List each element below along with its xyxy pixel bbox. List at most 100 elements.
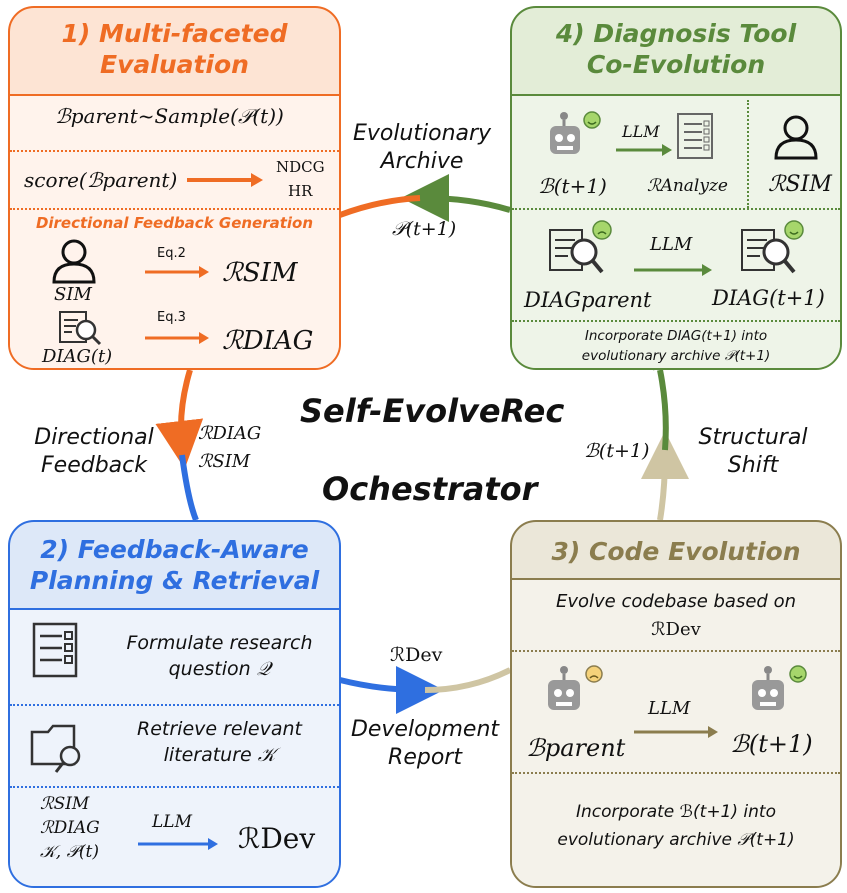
incorporate-line2: evolutionary archive 𝒫(t+1) (557, 830, 795, 850)
structural-line2: Shift (727, 453, 779, 478)
formulate-line1: Formulate research (126, 632, 313, 654)
development-line2: Report (388, 745, 462, 770)
metric-ndcg: NDCG (276, 158, 325, 176)
panel3-incorporate: Incorporate ℬ(t+1) into evolutionary arc… (512, 798, 840, 854)
checklist-icon (677, 113, 713, 159)
eq2-label: Eq.2 (157, 246, 186, 261)
diag-label: DIAG(t) (42, 346, 113, 367)
divider (10, 608, 339, 610)
folder-search-icon (30, 724, 81, 773)
directional-line1: Directional (34, 425, 154, 450)
green-arc-top (401, 174, 511, 223)
llm-label: LLM (648, 698, 691, 719)
development-report-label: Development Report (340, 716, 510, 772)
diag-next-label: DIAG(t+1) (712, 286, 825, 310)
structural-symbol: ℬ(t+1) (584, 440, 650, 462)
evolve-line2: ℛDev (651, 619, 701, 640)
divider (10, 704, 339, 706)
archive-line2: Archive (380, 149, 464, 174)
panel1-title-line1: 1) Multi-faceted (61, 19, 288, 48)
b-next-label: ℬ(t+1) (730, 730, 813, 758)
diagnosis-tool-icon (549, 220, 612, 274)
dir-sym-diag: ℛDIAG (198, 423, 262, 444)
evolve-line1: Evolve codebase based on (555, 591, 796, 612)
diag-parent-label: DIAGparent (524, 288, 652, 312)
directional-feedback-label: Directional Feedback (14, 424, 174, 480)
score-formula: score(ℬparent) (24, 168, 178, 192)
evolutionary-archive-label: Evolutionary Archive (352, 120, 492, 176)
panel4-title: 4) Diagnosis Tool Co-Evolution (512, 18, 840, 80)
robot-icon (550, 111, 601, 154)
r-sim-label: ℛSIM (768, 172, 832, 197)
metric-hr: HR (288, 182, 313, 200)
system-subtitle: Ochestrator (322, 470, 538, 508)
divider (512, 208, 840, 210)
directional-symbols: ℛDIAG ℛSIM (198, 420, 261, 476)
divider (10, 208, 339, 210)
robot-icon (548, 665, 603, 710)
blue-arc-bottom (339, 665, 444, 714)
incorporate-line1: Incorporate ℬ(t+1) into (576, 802, 776, 822)
diagnosis-tool-icon (741, 220, 804, 274)
panel4-title-line2: Co-Evolution (586, 50, 766, 79)
retrieve-line2: literature 𝒦 (163, 744, 276, 766)
r-sim: ℛSIM (222, 258, 298, 288)
system-title: Self-EvolveRec (300, 392, 565, 430)
divider (10, 150, 339, 152)
blue-arc (179, 454, 199, 522)
retrieve-text: Retrieve relevant literature 𝒦 (100, 716, 339, 768)
eq3-label: Eq.3 (157, 310, 186, 325)
development-line1: Development (350, 717, 500, 742)
divider (512, 772, 840, 774)
panel-code-evolution: 3) Code Evolution Evolve codebase based … (510, 520, 842, 888)
divider (10, 94, 339, 96)
orange-arc (155, 369, 204, 469)
score-arrow (187, 173, 263, 187)
formulate-text: Formulate research question 𝒬 (100, 630, 339, 682)
panel1-title: 1) Multi-faceted Evaluation (10, 18, 339, 80)
panel1-body (10, 94, 339, 368)
panel-diagnosis: 4) Diagnosis Tool Co-Evolution ℬ(t+1) LL… (510, 6, 842, 370)
user-icon (774, 115, 818, 160)
r-analyze: ℛAnalyze (647, 176, 728, 196)
input-k-p: 𝒦, 𝒫(t) (40, 842, 99, 862)
divider (10, 786, 339, 788)
llm-arrow (138, 838, 218, 850)
input-r-diag: ℛDIAG (40, 818, 100, 838)
archive-symbol: 𝒫(t+1) (392, 218, 457, 240)
panel-planning: 2) Feedback-Aware Planning & Retrieval F… (8, 520, 341, 888)
eq2-arrow (145, 266, 209, 278)
user-icon (52, 239, 96, 284)
retrieve-line1: Retrieve relevant (137, 718, 302, 740)
divider (512, 578, 840, 580)
input-r-sim: ℛSIM (40, 794, 90, 814)
llm-label: LLM (622, 122, 660, 141)
panel3-title: 3) Code Evolution (551, 537, 801, 566)
panel2-title-line1: 2) Feedback-Aware (40, 535, 309, 564)
structural-shift-label: Structural Shift (678, 424, 828, 480)
checklist-icon (32, 622, 78, 678)
llm-label: LLM (152, 812, 192, 832)
tan-arc (424, 667, 512, 693)
divider (512, 94, 840, 96)
incorporate-line2: evolutionary archive 𝒫(t+1) (581, 348, 771, 364)
panel4-incorporate: Incorporate DIAG(t+1) into evolutionary … (512, 326, 840, 366)
eq3-arrow (145, 332, 209, 344)
sample-formula: ℬparent~Sample(𝒫(t)) (55, 104, 284, 128)
divider-vertical (747, 100, 749, 208)
evolve-text: Evolve codebase based on ℛDev (512, 588, 840, 644)
archive-line1: Evolutionary (352, 121, 492, 146)
tan-arc-right (640, 431, 689, 521)
formulate-line2: question 𝒬 (168, 658, 271, 680)
llm-arrow (634, 726, 718, 738)
robot-icon (752, 665, 807, 710)
divider (512, 320, 840, 322)
planning-inputs: ℛSIM ℛDIAG 𝒦, 𝒫(t) (40, 792, 100, 864)
panel-evaluation: 1) Multi-faceted Evaluation ℬparent~Samp… (8, 6, 341, 370)
structural-line1: Structural (698, 425, 808, 450)
orange-arc-top (338, 195, 421, 218)
development-symbol: ℛDev (390, 644, 443, 666)
diagnosis-tool-icon (59, 311, 102, 346)
b-parent-label: ℬparent (526, 734, 626, 762)
directional-line2: Feedback (41, 453, 147, 478)
